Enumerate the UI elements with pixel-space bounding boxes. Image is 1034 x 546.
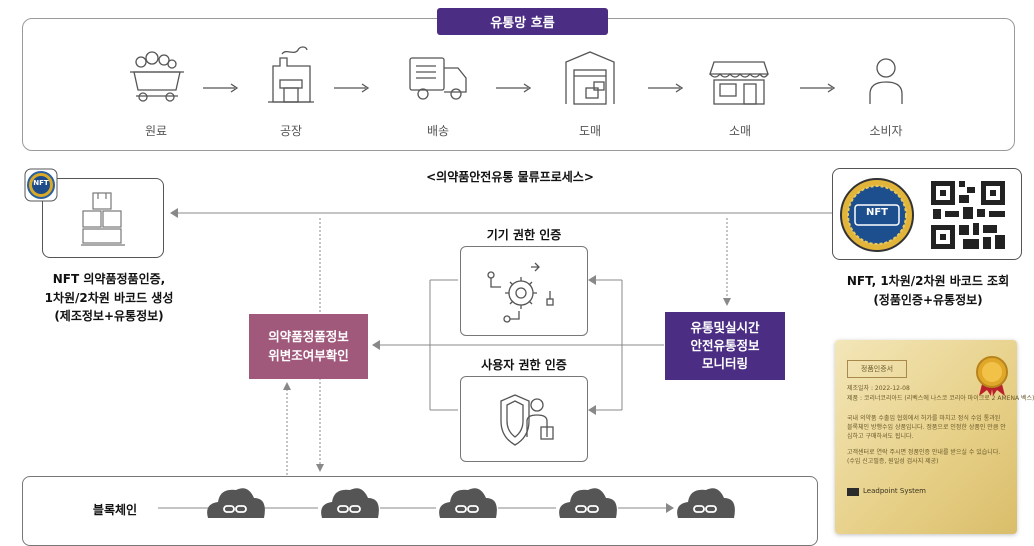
flow-title: 유통망 흐름 (437, 8, 608, 35)
manufacturer-caption-line-1: NFT 의약품정품인증, (52, 272, 166, 286)
consumer-person-icon (869, 58, 903, 104)
flow-arrow-5 (800, 83, 836, 93)
certificate-card: 정품인증서 제조일자 : 2022-12-08 제품 : 코리너코리아드 (리벡… (835, 340, 1034, 534)
cloud-node-icon (207, 488, 265, 518)
consumer-caption: NFT, 1차원/2차원 바코드 조회 (정품인증+유통정보) (838, 272, 1018, 309)
gold-seal-icon (976, 356, 1008, 396)
stage-label-factory: 공장 (279, 124, 303, 138)
verify-line-2: 위변조여부확인 (268, 347, 349, 363)
verify-authenticity-box: 의약품정품정보 위변조여부확인 (249, 314, 368, 379)
stage-label-delivery: 배송 (426, 124, 450, 138)
manufacturer-box (42, 178, 164, 258)
device-auth-box (460, 246, 588, 336)
shield-user-icon (500, 394, 554, 446)
process-title: <의약품안전유통 물류프로세스> (426, 170, 594, 184)
consumer-scan-box: NFT (832, 168, 1022, 260)
qr-code-icon (931, 181, 1005, 249)
cloud-node-icon (677, 488, 735, 518)
monitor-line-2: 안전유통정보 (690, 337, 760, 353)
raw-material-cart-icon (130, 51, 184, 102)
nft-badge-small-label: NFT (33, 179, 49, 187)
monitoring-box: 유통및실시간 안전유통정보 모니터링 (665, 312, 785, 380)
flow-arrow-1 (203, 83, 239, 93)
user-auth-title: 사용자 권한 인증 (481, 358, 567, 372)
consumer-caption-line-2: (정품인증+유통정보) (873, 292, 983, 307)
cloud-node-icon (559, 488, 617, 518)
manufacturer-caption-line-2: 1차원/2차원 바코드 생성 (44, 290, 174, 305)
stage-label-consumer: 소비자 (869, 124, 903, 138)
certificate-line-2: 제품 : 코리너코리아드 (리벡스에 나스코 코리아 마이크로 2 AMENA … (847, 395, 1034, 402)
factory-icon (268, 46, 314, 103)
monitor-line-3: 모니터링 (701, 356, 748, 372)
certificate-para-1: 국내 의약품 수출입 협회에서 허가를 마치고 정식 수입 통과된 블록체인 방… (847, 415, 1006, 440)
package-stack-icon (81, 192, 125, 246)
manufacturer-caption-line-3: (제조정보+유통정보) (54, 309, 164, 324)
blockchain-clouds (207, 488, 735, 518)
flow-arrow-3 (496, 83, 532, 93)
stage-label-raw: 원료 (144, 124, 168, 138)
nft-medal-icon (840, 178, 914, 252)
certificate-title: 정품인증서 (847, 360, 907, 378)
gear-network-icon (487, 262, 554, 323)
blockchain-label: 블록체인 (92, 503, 138, 517)
certificate-para-2: 고객센터로 연락 주시면 정품인증 안내를 받으실 수 있습니다. (수입 신고… (847, 449, 1001, 465)
certificate-line-1: 제조일자 : 2022-12-08 (847, 385, 910, 392)
warehouse-icon (565, 51, 615, 105)
stage-label-wholesale: 도매 (578, 124, 602, 138)
cloud-node-icon (321, 488, 379, 518)
leadpoint-logo-icon (847, 488, 859, 496)
store-icon (709, 61, 769, 105)
manufacturer-caption: NFT 의약품정품인증, 1차원/2차원 바코드 생성 (제조정보+유통정보) (14, 270, 204, 326)
delivery-truck-icon (409, 57, 467, 100)
stage-label-retail: 소매 (728, 124, 752, 138)
flow-arrow-4 (648, 83, 684, 93)
verify-line-1: 의약품정품정보 (268, 329, 349, 345)
certificate-brand: Leadpoint System (863, 487, 926, 495)
flow-diagram-svg (130, 46, 903, 518)
monitor-line-1: 유통및실시간 (690, 319, 760, 335)
cloud-node-icon (439, 488, 497, 518)
nft-badge-small: NFT (24, 168, 58, 202)
consumer-caption-line-1: NFT, 1차원/2차원 바코드 조회 (846, 274, 1010, 288)
flow-arrow-2 (334, 83, 370, 93)
user-auth-box (460, 376, 588, 462)
device-auth-title: 기기 권한 인증 (486, 228, 562, 242)
nft-medal-label: NFT (865, 207, 889, 218)
